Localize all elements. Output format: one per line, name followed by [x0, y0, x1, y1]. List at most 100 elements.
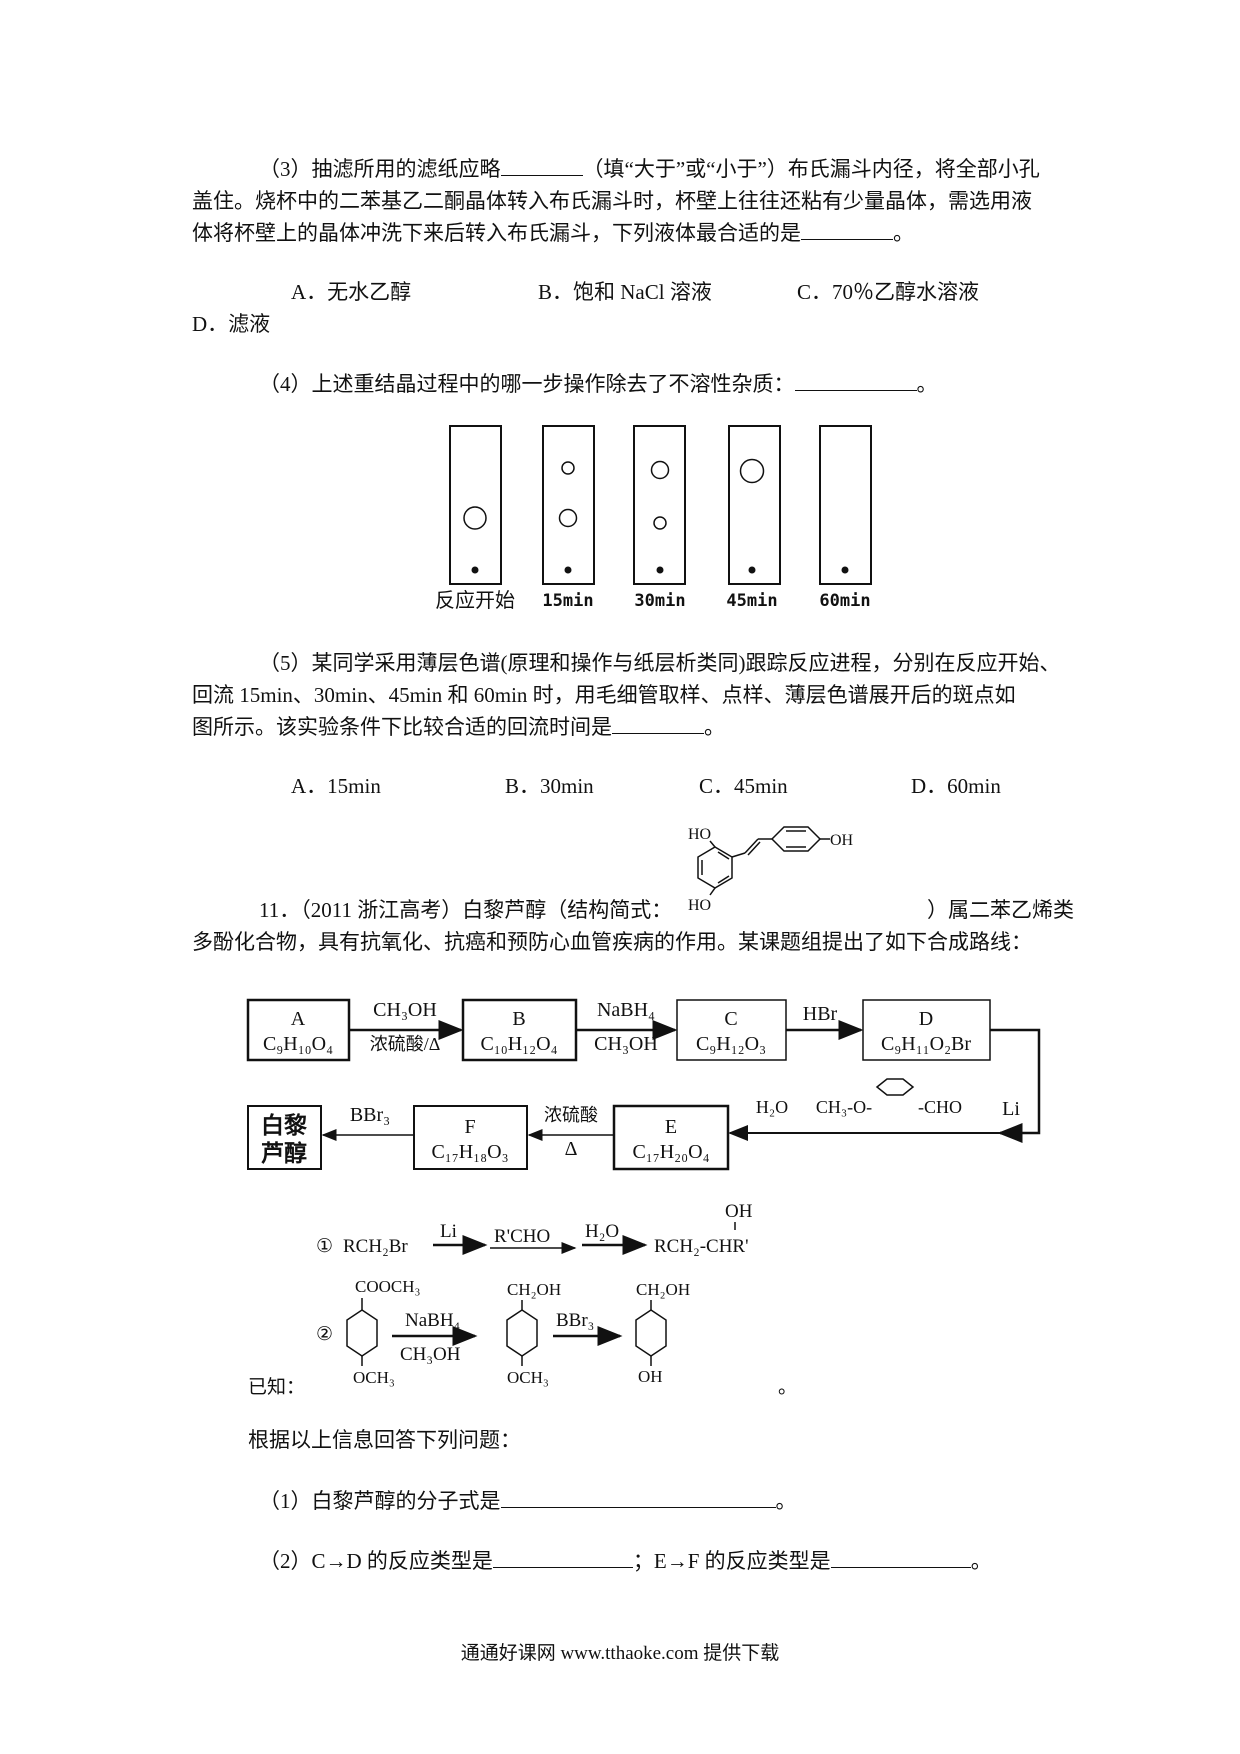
sub2-text: （2）C→D 的反应类型是 [259, 1549, 493, 1573]
ho-label: HO [688, 897, 711, 914]
answer-blank[interactable] [794, 370, 917, 391]
reaction-number: ① [316, 1236, 333, 1257]
tlc-plate-60min [819, 425, 872, 585]
q11-line1b: ）属二苯乙烯类 [927, 898, 1074, 922]
condition-label: Δ [565, 1138, 578, 1160]
compound-label: E [665, 1116, 677, 1138]
answer-intro: 根据以上信息回答下列问题： [248, 1428, 521, 1452]
q5-text: 图所示。该实验条件下比较合适的回流时间是 [192, 715, 612, 739]
tlc-spot [463, 506, 487, 530]
product: RCH₂-CHR' [654, 1236, 749, 1257]
known-label: 已知： [248, 1376, 305, 1398]
compound-formula: C₁₀H₁₂O₄ [480, 1033, 557, 1055]
q3-line2: 盖住。烧杯中的二苯基乙二酮晶体转入布氏漏斗时，杯壁上往往还粘有少量晶体，需选用液 [192, 189, 1032, 213]
reagent-label: BBr₃ [350, 1104, 390, 1126]
q3-option-a: A．无水乙醇 [291, 280, 412, 304]
tlc-label-45min: 45min [726, 591, 777, 611]
tlc-label-30min: 30min [634, 591, 685, 611]
reactant: RCH₂Br [343, 1236, 408, 1257]
reagent-label: CH₃-O- [816, 1097, 872, 1117]
q5-end: 。 [704, 715, 725, 739]
answer-blank[interactable] [500, 155, 583, 176]
substituent: OH [638, 1367, 663, 1386]
answer-blank[interactable] [500, 1487, 776, 1508]
tlc-label-start: 反应开始 [435, 589, 515, 612]
compound-label: B [512, 1008, 525, 1030]
reagent-label: -CHO [918, 1097, 962, 1117]
compound-formula: C₉H₁₀O₄ [263, 1033, 333, 1055]
q4-line: （4）上述重结晶过程中的哪一步操作除去了不溶性杂质：。 [259, 370, 938, 398]
benzene-ring [875, 1078, 915, 1096]
tlc-spot [558, 508, 578, 528]
reagent-label: NaBH₄ [405, 1310, 460, 1331]
reagent-label: HBr [803, 1003, 838, 1025]
tlc-spot [650, 460, 670, 480]
q3-end: 。 [893, 221, 914, 245]
q3-option-c: C．70％乙醇水溶液 [797, 280, 980, 304]
q3-option-d: D．滤液 [192, 312, 271, 336]
reagent-label: NaBH₄ [597, 999, 655, 1021]
answer-blank[interactable] [830, 1547, 971, 1568]
substituent: COOCH₃ [355, 1277, 421, 1296]
sub-question-2: （2）C→D 的反应类型是；E→F 的反应类型是。 [259, 1547, 992, 1575]
reagent-label: CH₃OH [594, 1033, 658, 1055]
tlc-spot [653, 516, 667, 530]
q5-option-b: B．30min [505, 774, 594, 798]
q5-option-c: C．45min [699, 774, 788, 798]
reaction-number: ② [316, 1324, 333, 1345]
tlc-label-60min: 60min [819, 591, 870, 611]
q3-text: （3）抽滤所用的滤纸应略 [259, 157, 501, 181]
tlc-origin-dot [748, 566, 756, 574]
q5-option-d: D．60min [911, 774, 1001, 798]
tlc-spot [561, 461, 575, 475]
ho-label: HO [688, 826, 711, 843]
reagent-label: CH₃OH [373, 999, 437, 1021]
tlc-plate-15min [542, 425, 595, 585]
period: 。 [778, 1377, 797, 1398]
oh-label: OH [725, 1201, 753, 1222]
compound-box-f [413, 1105, 528, 1170]
oh-label: OH [830, 832, 854, 849]
q5-line2: 回流 15min、30min、45min 和 60min 时，用毛细管取样、点样… [192, 683, 1016, 707]
tlc-origin-dot [564, 566, 572, 574]
answer-blank[interactable] [801, 219, 893, 240]
resveratrol-structure: HO HO OH [688, 826, 854, 914]
tlc-spot [739, 458, 765, 484]
page-footer: 通通好课网 www.tthaoke.com 提供下载 [460, 1643, 780, 1664]
answer-blank[interactable] [492, 1547, 633, 1568]
tlc-figure: 反应开始 15min 30min 45min 60min [435, 425, 872, 612]
product-box [247, 1105, 322, 1170]
reagent-label: Li [1002, 1098, 1020, 1120]
substituent: CH₂OH [507, 1280, 561, 1299]
reagent-label: H₂O [756, 1097, 788, 1117]
product-name: 白黎 [261, 1112, 307, 1138]
q5-line3: 图所示。该实验条件下比较合适的回流时间是 。 [192, 713, 725, 741]
tlc-label-15min: 15min [542, 591, 593, 611]
benzene-ring [697, 846, 733, 889]
product-name: 芦醇 [261, 1140, 307, 1166]
tlc-origin-dot [656, 566, 664, 574]
sub1-text: （1）白黎芦醇的分子式是 [259, 1489, 501, 1513]
reagent-label: H₂O [585, 1221, 619, 1242]
compound-label: C [724, 1008, 737, 1030]
tlc-plate-45min [728, 425, 781, 585]
q5-line1: （5）某同学采用薄层色谱(原理和操作与纸层析类同)跟踪反应进程，分别在反应开始、 [259, 651, 1061, 675]
condition-label: 浓硫酸/Δ [370, 1034, 441, 1054]
substituent: OCH₃ [507, 1368, 549, 1387]
q3-text: 体将杯壁上的晶体冲洗下来后转入布氏漏斗，下列液体最合适的是 [192, 221, 801, 245]
benzene-ring [635, 1309, 667, 1357]
known-reactions: ① RCH₂Br Li R'CHO H₂O OH RCH₂-CHR' ② COO… [248, 1201, 797, 1398]
q3-option-b: B．饱和 NaCl 溶液 [538, 280, 712, 304]
q4-end: 。 [916, 372, 938, 396]
q3-line3: 体将杯壁上的晶体冲洗下来后转入布氏漏斗，下列液体最合适的是 。 [192, 219, 914, 247]
compound-formula: C₉H₁₁O₂Br [881, 1033, 971, 1055]
q5-option-a: A．15min [291, 774, 381, 798]
sub-question-1: （1）白黎芦醇的分子式是 。 [259, 1487, 797, 1515]
sub1-end: 。 [775, 1489, 797, 1513]
reagent-label: R'CHO [494, 1226, 550, 1247]
sub2-text: ；E→F 的反应类型是 [632, 1549, 831, 1573]
tlc-plate-start [449, 425, 502, 585]
compound-formula: C₁₇H₁₈O₃ [431, 1141, 508, 1163]
compound-label: D [919, 1008, 933, 1030]
answer-blank[interactable] [612, 713, 704, 734]
